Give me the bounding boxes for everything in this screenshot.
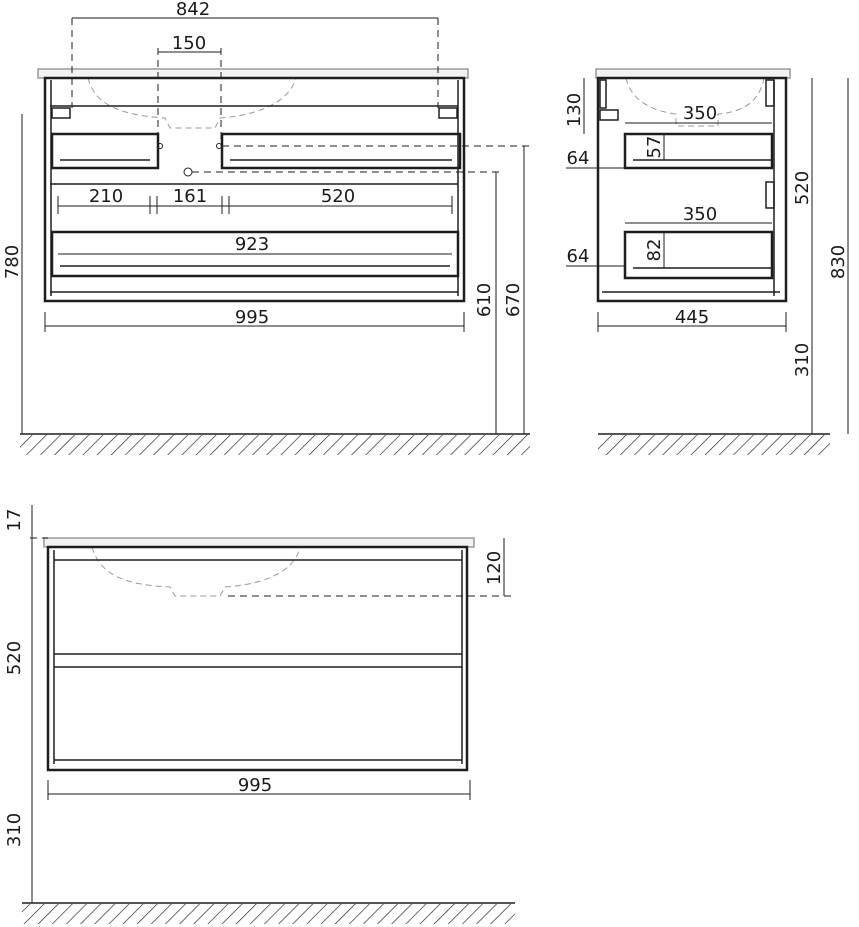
front-upper-shelf-right — [220, 132, 462, 170]
dim-side-leg-height: 310 — [792, 343, 813, 377]
side-back-bracket-2 — [599, 109, 619, 121]
dim-shelf-right: 520 — [321, 186, 355, 207]
dim-drain-height-2: 670 — [503, 283, 524, 317]
side-lower-shelf — [623, 230, 774, 280]
dim-side-lower-inset: 64 — [567, 246, 590, 267]
front-view: 842 150 780 210 161 520 923 995 610 670 — [2, 0, 530, 455]
front-lower-shelf — [50, 230, 460, 278]
bottom-countertop — [43, 537, 475, 548]
dim-side-upper-shelf-h: 57 — [644, 136, 665, 159]
dim-total-height: 780 — [2, 245, 23, 279]
dim-bottom-body-height: 520 — [4, 641, 25, 675]
dim-bottom-top-thickness: 17 — [4, 509, 25, 532]
dim-side-lower-shelf-h: 82 — [644, 239, 665, 262]
front-upper-shelf-left — [50, 132, 160, 170]
side-countertop — [595, 68, 791, 79]
dim-drain-height-1: 610 — [474, 283, 495, 317]
dim-side-depth: 445 — [675, 307, 709, 328]
side-upper-shelf — [623, 132, 774, 170]
side-view: 130 350 64 57 520 830 350 64 82 445 310 — [564, 68, 849, 455]
dim-shelf-gap: 161 — [173, 186, 207, 207]
dim-basin-width: 842 — [176, 0, 210, 20]
side-back-bracket — [599, 79, 607, 109]
front-drain-icon — [183, 167, 193, 177]
dim-bottom-width: 995 — [238, 775, 272, 796]
bottom-cabinet-body — [46, 545, 469, 772]
front-bracket-right — [438, 107, 458, 119]
bottom-view: 17 120 520 995 310 — [4, 505, 515, 924]
side-front-stop-mid — [765, 181, 775, 209]
dim-side-lower-depth: 350 — [683, 204, 717, 225]
dim-side-body-height: 520 — [792, 171, 813, 205]
dim-side-upper-inset: 64 — [567, 148, 590, 169]
front-bracket-left — [51, 107, 71, 119]
dim-side-total-height: 830 — [828, 245, 849, 279]
dim-bottom-leg-height: 310 — [4, 813, 25, 847]
bottom-floor-hatch — [22, 904, 515, 924]
dim-side-upper-depth: 350 — [683, 103, 717, 124]
dim-tap-spacing: 150 — [172, 33, 206, 54]
bottom-basin-outline — [91, 546, 301, 597]
side-cabinet-body — [596, 76, 788, 303]
front-cabinet-body — [43, 76, 466, 303]
dim-lower-shelf: 923 — [235, 234, 269, 255]
side-basin-outline — [625, 77, 765, 127]
side-front-stop-top — [765, 79, 775, 107]
dim-shelf-left: 210 — [89, 186, 123, 207]
front-floor-hatch — [20, 435, 530, 455]
side-floor-hatch — [598, 435, 830, 455]
dim-bottom-drain-depth: 120 — [484, 551, 505, 585]
dim-side-top-offset: 130 — [564, 93, 585, 127]
front-basin-outline — [87, 77, 297, 129]
dim-front-width: 995 — [235, 307, 269, 328]
front-countertop — [37, 68, 469, 79]
